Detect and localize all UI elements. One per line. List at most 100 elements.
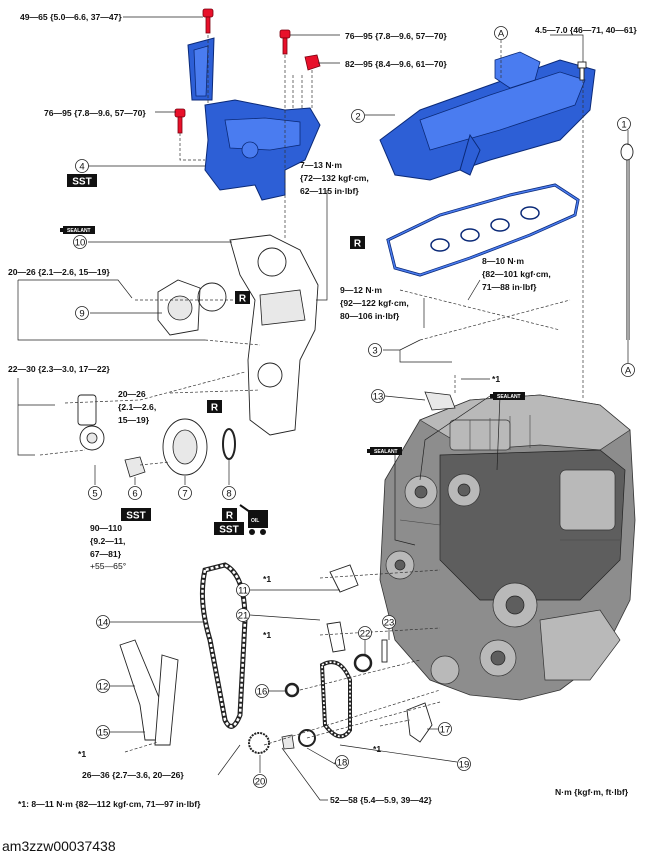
star-note: *1 [263, 630, 271, 640]
callout-15: 15 [96, 725, 110, 739]
torque-t11-line2: {2.1—2.6, [118, 402, 156, 412]
star-note: *1 [492, 374, 500, 384]
torque-t8-line2: {82—101 kgf·cm, [482, 269, 551, 279]
svg-text:SST: SST [126, 511, 145, 522]
torque-t5: 76—95 {7.8—9.6, 57—70} [44, 108, 146, 118]
callout-7: 7 [178, 486, 192, 500]
callout-23: 23 [382, 615, 396, 629]
svg-text:13: 13 [373, 392, 384, 403]
svg-text:16: 16 [257, 687, 268, 698]
head-cover-gasket [386, 183, 580, 277]
svg-text:R: R [354, 239, 362, 250]
engine-assembly [379, 394, 636, 701]
callout-6: 6 [128, 486, 142, 500]
torque-t11-line1: 20—26 [118, 389, 146, 399]
torque-t8-line1: 8—10 N·m [482, 256, 524, 266]
oil-pump-chain [319, 660, 352, 739]
svg-text:21: 21 [238, 611, 249, 622]
star-note: *1 [373, 744, 381, 754]
callout-circles: 1 2 3 4 5 6 7 8 9 10 11 12 13 14 15 16 1… [73, 26, 635, 788]
torque-labels: 49—65 {5.0—6.6, 37—47} 76—95 {7.8—9.6, 5… [8, 12, 637, 805]
torque-t6-line2: {72—132 kgf·cm, [300, 173, 369, 183]
tensioner-assembly [77, 394, 105, 451]
callout-19: 19 [457, 757, 471, 771]
torque-t13: 26—36 {2.7—3.6, 20—26} [82, 770, 184, 780]
sealant-icon: SEALANT [490, 392, 525, 400]
star-notes: *1 *1 *1 *1 *1 *1: 8—11 N·m {82—112 kgf·… [18, 374, 629, 809]
callout-17: 17 [438, 722, 452, 736]
callout-22: 22 [358, 626, 372, 640]
torque-t7: 20—26 {2.1—2.6, 15—19} [8, 267, 110, 277]
callout-16: 16 [255, 684, 269, 698]
svg-text:4: 4 [79, 162, 84, 173]
svg-text:22: 22 [360, 629, 371, 640]
torque-t6-line1: 7—13 N·m [300, 160, 342, 170]
r-badge: R [350, 236, 365, 250]
footnote: *1: 8—11 N·m {82—112 kgf·cm, 71—97 in·lb… [18, 799, 201, 809]
torque-t12-line4: +55—65° [90, 561, 126, 571]
leader-lines [17, 16, 629, 801]
sealant-icon: SEALANT [367, 447, 402, 455]
r-badge: R [207, 400, 222, 414]
svg-text:18: 18 [337, 758, 348, 769]
svg-text:SEALANT: SEALANT [374, 449, 398, 455]
torque-t12-line2: {9.2—11, [90, 536, 125, 546]
torque-t6-line3: 62—115 in·lbf} [300, 186, 359, 196]
r-badge: R [235, 291, 250, 305]
torque-t1: 49—65 {5.0—6.6, 37—47} [20, 12, 122, 22]
svg-text:SST: SST [72, 177, 91, 188]
callout-18: 18 [335, 755, 349, 769]
svg-text:8: 8 [226, 489, 231, 500]
svg-text:14: 14 [98, 618, 109, 629]
units-legend: N·m {kgf·m, ft·lbf} [555, 787, 629, 797]
torque-t8-line3: 71—88 in·lbf} [482, 282, 537, 292]
engine-mount-bracket [187, 37, 321, 201]
svg-text:R: R [239, 294, 247, 305]
torque-t14: 52—58 {5.4—5.9, 39—42} [330, 795, 432, 805]
callout-1: 1 [617, 117, 631, 131]
svg-text:23: 23 [384, 618, 395, 629]
sst-badge: SST [121, 508, 151, 522]
figure-id: am3zzw00037438 [2, 838, 116, 854]
callout-9: 9 [75, 306, 89, 320]
svg-text:10: 10 [75, 238, 86, 249]
torque-t9-line3: 80—106 in·lbf} [340, 311, 400, 321]
oil-can-icon: OIL [239, 504, 268, 535]
callout-11: 11 [236, 583, 250, 597]
sst-badge: SST [214, 522, 244, 536]
r-badge: R [222, 508, 237, 522]
cylinder-head-cover [379, 51, 596, 181]
svg-text:2: 2 [355, 112, 360, 123]
star-note: *1 [263, 574, 271, 584]
callout-8: 8 [222, 486, 236, 500]
sealant-icon: SEALANT [60, 226, 95, 234]
callout-3: 3 [368, 343, 382, 357]
timing-chain-cover [229, 234, 319, 436]
small-bolt [577, 61, 587, 81]
torque-t3: 82—95 {8.4—9.6, 61—70} [345, 59, 447, 69]
svg-text:SEALANT: SEALANT [67, 228, 91, 234]
svg-text:12: 12 [98, 682, 109, 693]
svg-text:17: 17 [440, 725, 451, 736]
callout-A-top: A [494, 26, 508, 40]
dipstick [620, 143, 634, 340]
ocv-part [424, 391, 456, 411]
water-pump [157, 279, 227, 336]
timing-chain [199, 562, 248, 729]
svg-text:15: 15 [98, 728, 109, 739]
torque-t2: 76—95 {7.8—9.6, 57—70} [345, 31, 447, 41]
callout-14: 14 [96, 615, 110, 629]
badges: SST R R R SST R SST OIL SEALANT SEALANT … [60, 174, 525, 536]
callout-A-bottom: A [621, 363, 635, 377]
svg-text:11: 11 [238, 586, 248, 597]
svg-text:OIL: OIL [251, 518, 259, 524]
svg-text:SST: SST [219, 525, 238, 536]
svg-text:19: 19 [459, 760, 470, 771]
svg-text:R: R [211, 403, 219, 414]
svg-text:6: 6 [132, 489, 137, 500]
callout-10: 10 [73, 235, 87, 249]
callout-21: 21 [236, 608, 250, 622]
star-note: *1 [78, 749, 86, 759]
sst-badge: SST [67, 174, 97, 188]
